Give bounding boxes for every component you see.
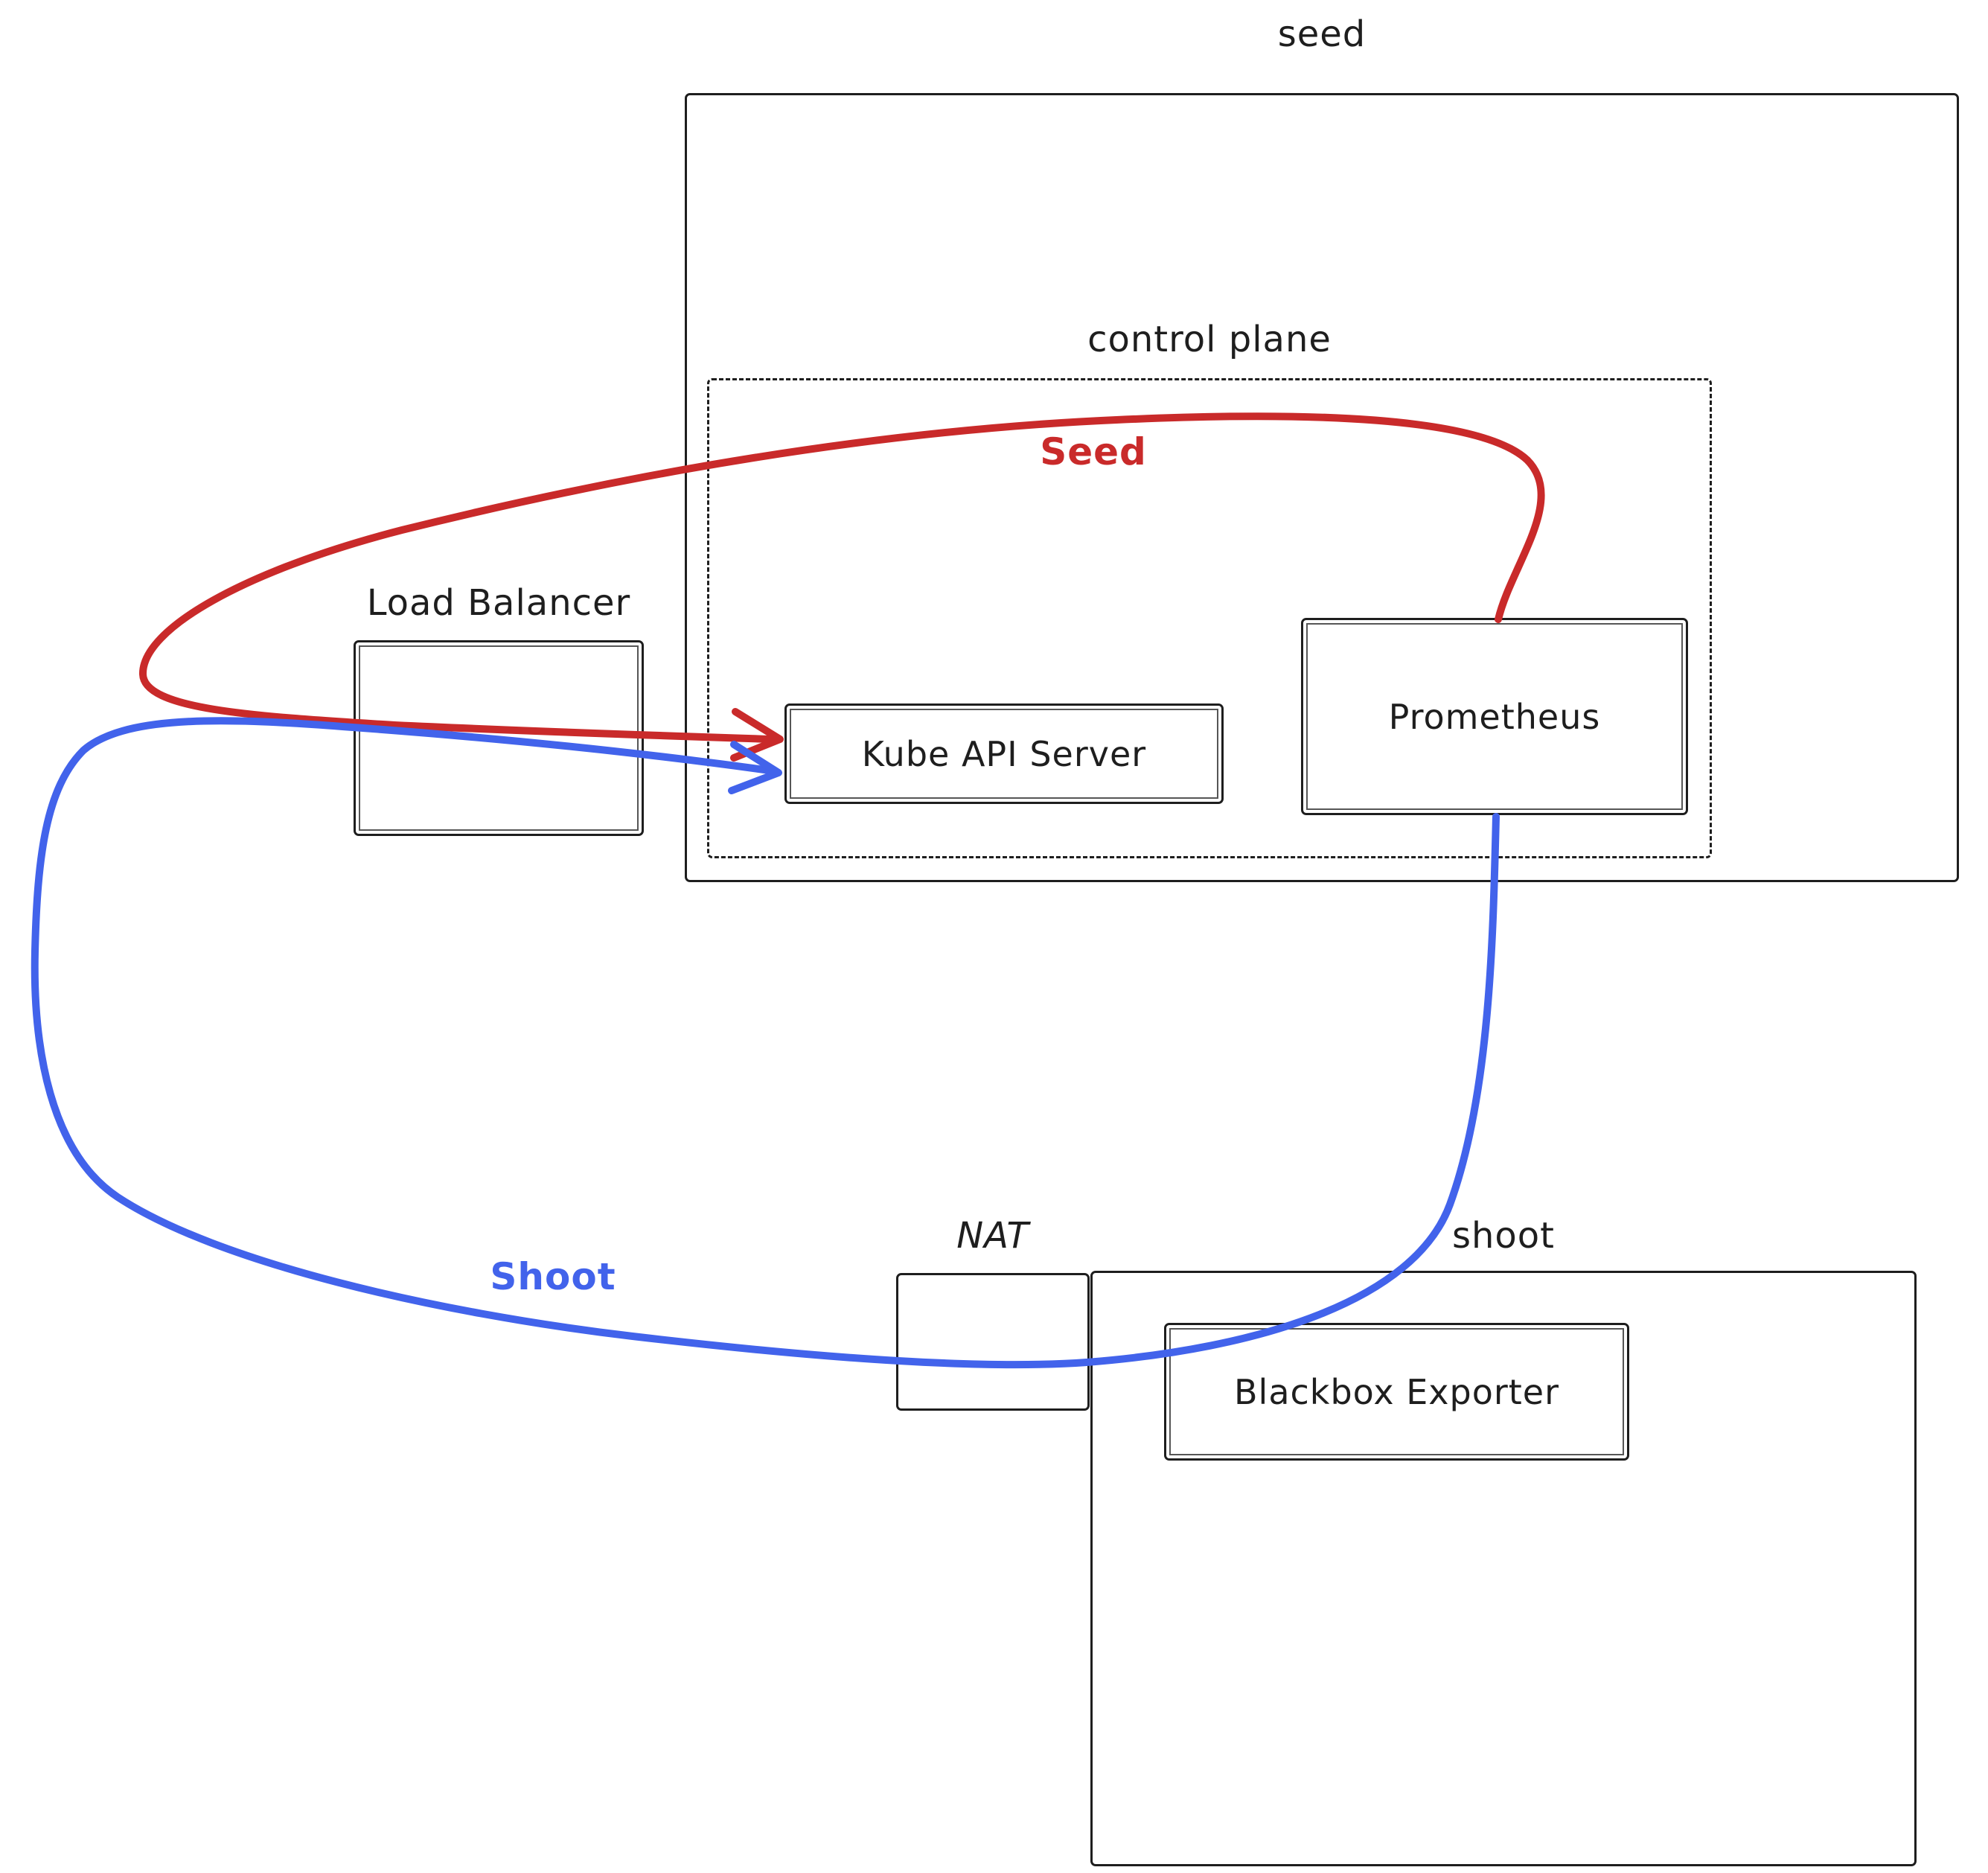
control-plane-label: control plane — [1087, 319, 1332, 360]
prometheus-node: Prometheus — [1301, 618, 1688, 815]
nat-box — [896, 1273, 1090, 1411]
nat-label: NAT — [956, 1215, 1029, 1257]
shoot-edge-label: Shoot — [490, 1255, 616, 1298]
prometheus-label: Prometheus — [1388, 696, 1601, 737]
kube-api-server-label: Kube API Server — [861, 733, 1147, 774]
load-balancer-box — [354, 640, 644, 836]
blackbox-exporter-label: Blackbox Exporter — [1233, 1371, 1560, 1412]
kube-api-server-node: Kube API Server — [784, 703, 1224, 804]
shoot-container-label: shoot — [1452, 1215, 1555, 1257]
shoot-container-box — [1090, 1271, 1917, 1866]
seed-edge-label: Seed — [1040, 430, 1147, 473]
load-balancer-label: Load Balancer — [366, 582, 631, 624]
blackbox-exporter-node: Blackbox Exporter — [1164, 1323, 1629, 1461]
seed-container-label: seed — [1277, 13, 1367, 55]
